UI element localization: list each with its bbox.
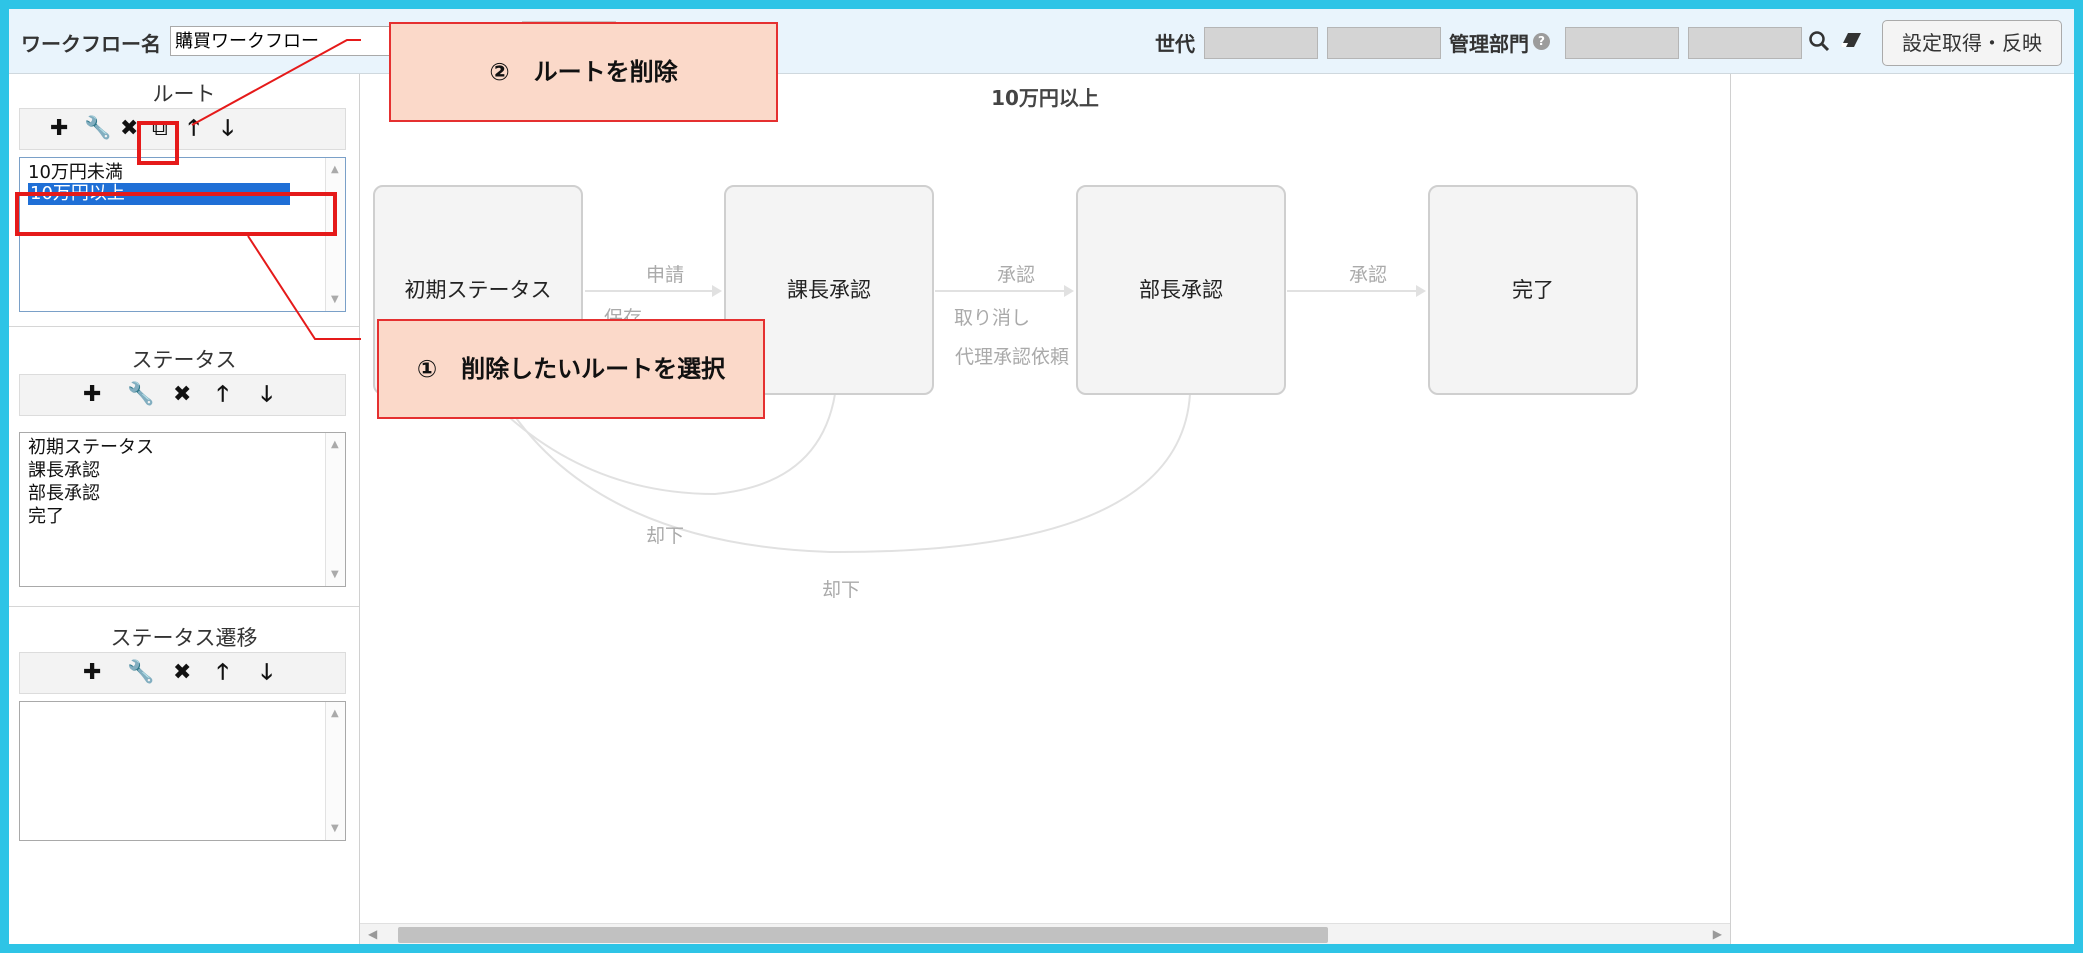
edge-label-proxy-request[interactable]: 代理承認依頼 [955, 346, 1070, 368]
diagram-connectors [484, 285, 1426, 554]
status-list[interactable]: 初期ステータス 課長承認 部長承認 完了 ▲ ▼ [19, 432, 346, 587]
help-icon[interactable]: ? [1533, 33, 1550, 50]
arrow-down-icon[interactable]: 🡓 [261, 660, 273, 685]
node-complete[interactable]: 完了 [1428, 185, 1638, 395]
dept-field-2[interactable] [1688, 27, 1802, 59]
eraser-icon[interactable] [1839, 31, 1863, 51]
plus-icon[interactable]: ✚ [83, 660, 102, 685]
generation-field-2[interactable] [1327, 27, 1441, 59]
transition-list[interactable]: ▲ ▼ [19, 701, 346, 841]
properties-panel [1730, 74, 2074, 944]
generation-label: 世代 [1155, 32, 1195, 56]
callout-select-route: ① 削除したいルートを選択 [377, 319, 765, 419]
diagram-title: 10万円以上 [991, 86, 1099, 110]
transition-list-scrollbar[interactable]: ▲ ▼ [325, 702, 345, 840]
status-list-item[interactable]: 初期ステータス [28, 437, 154, 458]
get-apply-settings-button[interactable]: 設定取得・反映 [1882, 20, 2062, 66]
dept-label: 管理部門 [1449, 32, 1529, 56]
status-toolbar: ✚ 🔧 ✖ 🡑 🡓 [19, 374, 346, 416]
edge-label-approve[interactable]: 承認 [997, 264, 1036, 286]
status-section-title: ステータス [131, 348, 237, 372]
plus-icon[interactable]: ✚ [50, 116, 69, 141]
arrow-up-icon[interactable]: 🡑 [217, 382, 229, 407]
generation-field-1[interactable] [1204, 27, 1318, 59]
workflow-name-input[interactable]: 購買ワークフロー [170, 26, 410, 56]
divider [9, 326, 359, 327]
route-toolbar: ✚ 🔧 ✖ ⧉ 🡑 🡓 [19, 108, 346, 150]
close-icon[interactable]: ✖ [120, 116, 139, 141]
diagram-canvas: 10万円以上 初期ステータス 課長承認 部長承認 完了 申請 保存 承認 取り消… [360, 74, 1730, 944]
route-list-item[interactable]: 10万円未満 [28, 162, 123, 183]
arrow-up-icon[interactable]: 🡑 [188, 116, 200, 141]
arrow-down-icon[interactable]: 🡓 [222, 116, 234, 141]
transition-toolbar: ✚ 🔧 ✖ 🡑 🡓 [19, 652, 346, 694]
edge-label-approve[interactable]: 承認 [1349, 264, 1388, 286]
highlight-delete-button [137, 121, 179, 165]
wrench-icon[interactable]: 🔧 [127, 660, 155, 685]
arrow-up-icon[interactable]: 🡑 [217, 660, 229, 685]
dept-field-1[interactable] [1565, 27, 1679, 59]
header-bar: ワークフロー名 購買ワークフロー 世代 管理部門 ? 設定取得・反映 [9, 9, 2074, 74]
close-icon[interactable]: ✖ [173, 382, 192, 407]
wrench-icon[interactable]: 🔧 [84, 116, 112, 141]
status-list-item[interactable]: 部長承認 [28, 483, 100, 504]
callout-delete-route: ② ルートを削除 [389, 22, 778, 122]
transition-section-title: ステータス遷移 [110, 626, 258, 650]
node-department-manager-approval[interactable]: 部長承認 [1076, 185, 1286, 395]
divider [9, 606, 359, 607]
route-section-title: ルート [152, 82, 216, 106]
status-list-item[interactable]: 課長承認 [28, 460, 100, 481]
close-icon[interactable]: ✖ [173, 660, 192, 685]
search-icon[interactable] [1808, 30, 1830, 52]
status-list-item[interactable]: 完了 [28, 506, 64, 527]
highlight-selected-route [15, 192, 337, 236]
edge-label-apply[interactable]: 申請 [646, 264, 685, 286]
edge-label-cancel[interactable]: 取り消し [954, 307, 1031, 329]
arrow-down-icon[interactable]: 🡓 [261, 382, 273, 407]
plus-icon[interactable]: ✚ [83, 382, 102, 407]
wrench-icon[interactable]: 🔧 [127, 382, 155, 407]
edge-label-reject[interactable]: 却下 [822, 579, 861, 601]
edge-label-reject[interactable]: 却下 [646, 525, 685, 547]
scroll-right-icon[interactable]: ▶ [1712, 927, 1722, 941]
scrollbar-thumb[interactable] [398, 927, 1328, 943]
status-list-scrollbar[interactable]: ▲ ▼ [325, 433, 345, 586]
workflow-name-label: ワークフロー名 [21, 32, 161, 56]
scroll-left-icon[interactable]: ◀ [368, 927, 378, 941]
diagram-horizontal-scrollbar[interactable]: ◀ ▶ [360, 923, 1730, 944]
